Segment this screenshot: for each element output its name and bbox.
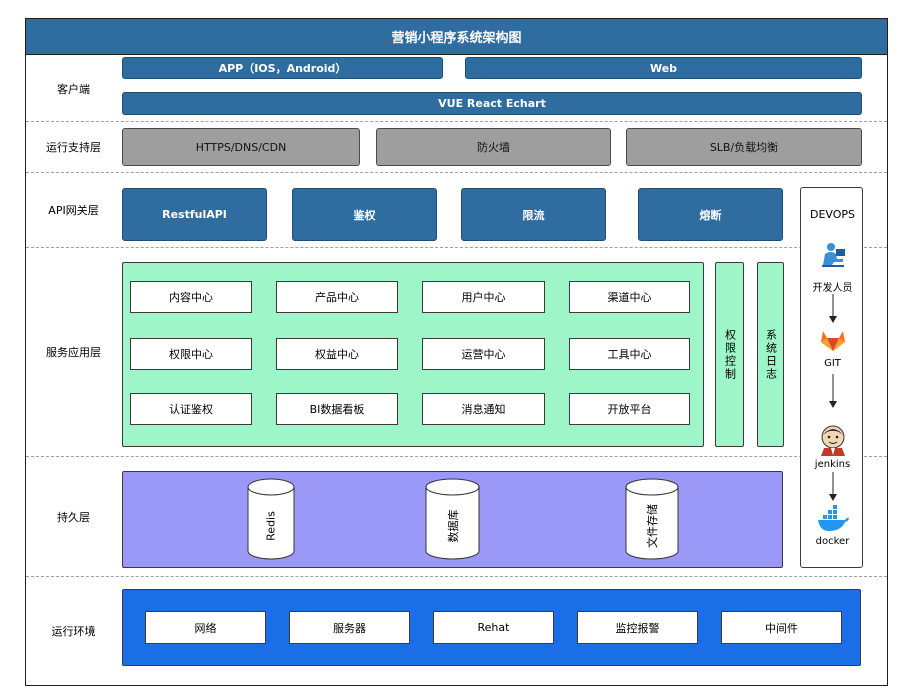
layer-separator xyxy=(26,172,887,173)
layer-separator xyxy=(26,247,887,248)
layer-label-api-gateway: API网关层 xyxy=(48,204,99,217)
service-module: 工具中心 xyxy=(569,338,690,370)
service-module: 消息通知 xyxy=(422,393,545,425)
devops-step-developer: 开发人员 xyxy=(812,283,853,294)
system-log-box: 系统日志 xyxy=(757,262,784,447)
devops-title: DEVOPS xyxy=(809,208,856,221)
service-module: 产品中心 xyxy=(276,281,398,313)
database-store: 数据库 xyxy=(425,478,480,560)
redis-label: Redis xyxy=(264,510,278,541)
devops-step-git: GIT xyxy=(824,358,841,369)
layer-separator xyxy=(26,576,887,577)
devops-step-jenkins: jenkins xyxy=(814,459,851,470)
client-app-box: APP（IOS，Android） xyxy=(122,57,443,79)
layer-label-persistence: 持久层 xyxy=(57,510,90,524)
service-module: 权益中心 xyxy=(276,338,398,370)
file-store-label: 文件存储 xyxy=(646,503,659,548)
service-module: 内容中心 xyxy=(130,281,252,313)
arrow-down-icon xyxy=(829,294,837,323)
layer-label-environment: 运行环境 xyxy=(51,625,96,638)
arrow-down-icon xyxy=(829,472,837,501)
service-module: 渠道中心 xyxy=(569,281,690,313)
jenkins-icon xyxy=(821,425,845,456)
database-cylinder-icon xyxy=(425,478,480,560)
service-module: 权限中心 xyxy=(130,338,252,370)
service-module: 运营中心 xyxy=(422,338,545,370)
client-web-box: Web xyxy=(465,57,862,79)
env-item: 监控报警 xyxy=(577,611,698,644)
layer-separator xyxy=(26,456,887,457)
service-module: 开放平台 xyxy=(569,393,690,425)
devops-panel: DEVOPS 开发人员 GIT jenkins xyxy=(800,187,863,568)
devops-step-docker: docker xyxy=(815,536,850,547)
database-label: 数据库 xyxy=(446,509,460,543)
gateway-auth-box: 鉴权 xyxy=(292,188,437,241)
system-log-label: 系统日志 xyxy=(764,328,778,381)
layer-label-service: 服务应用层 xyxy=(46,346,101,359)
gateway-circuit-breaker-box: 熔断 xyxy=(638,188,783,241)
layer-label-client: 客户端 xyxy=(57,82,90,96)
arrow-down-icon xyxy=(829,374,837,408)
diagram-title: 营销小程序系统架构图 xyxy=(25,18,888,55)
permission-control-box: 权限控制 xyxy=(715,262,744,447)
service-module: BI数据看板 xyxy=(276,393,398,425)
service-module: 用户中心 xyxy=(422,281,545,313)
runtime-firewall-box: 防火墙 xyxy=(376,128,611,166)
runtime-slb-box: SLB/负载均衡 xyxy=(626,128,862,166)
developer-icon xyxy=(822,243,845,267)
gitlab-icon xyxy=(821,331,845,351)
gateway-restful-box: RestfulAPI xyxy=(122,188,267,241)
env-item: Rehat xyxy=(433,611,554,644)
redis-store: Redis xyxy=(247,478,295,560)
service-module: 认证鉴权 xyxy=(130,393,252,425)
database-cylinder-icon xyxy=(247,478,295,560)
client-frontend-box: VUE React Echart xyxy=(122,92,862,115)
permission-control-label: 权限控制 xyxy=(723,328,737,381)
env-item: 中间件 xyxy=(721,611,842,644)
runtime-cdn-box: HTTPS/DNS/CDN xyxy=(122,128,360,166)
env-item: 网络 xyxy=(145,611,266,644)
file-store: 文件存储 xyxy=(625,478,679,560)
docker-icon xyxy=(818,505,849,531)
database-cylinder-icon xyxy=(625,478,679,560)
layer-separator xyxy=(26,121,887,122)
env-item: 服务器 xyxy=(289,611,410,644)
gateway-ratelimit-box: 限流 xyxy=(461,188,606,241)
layer-label-runtime-support: 运行支持层 xyxy=(46,141,101,154)
